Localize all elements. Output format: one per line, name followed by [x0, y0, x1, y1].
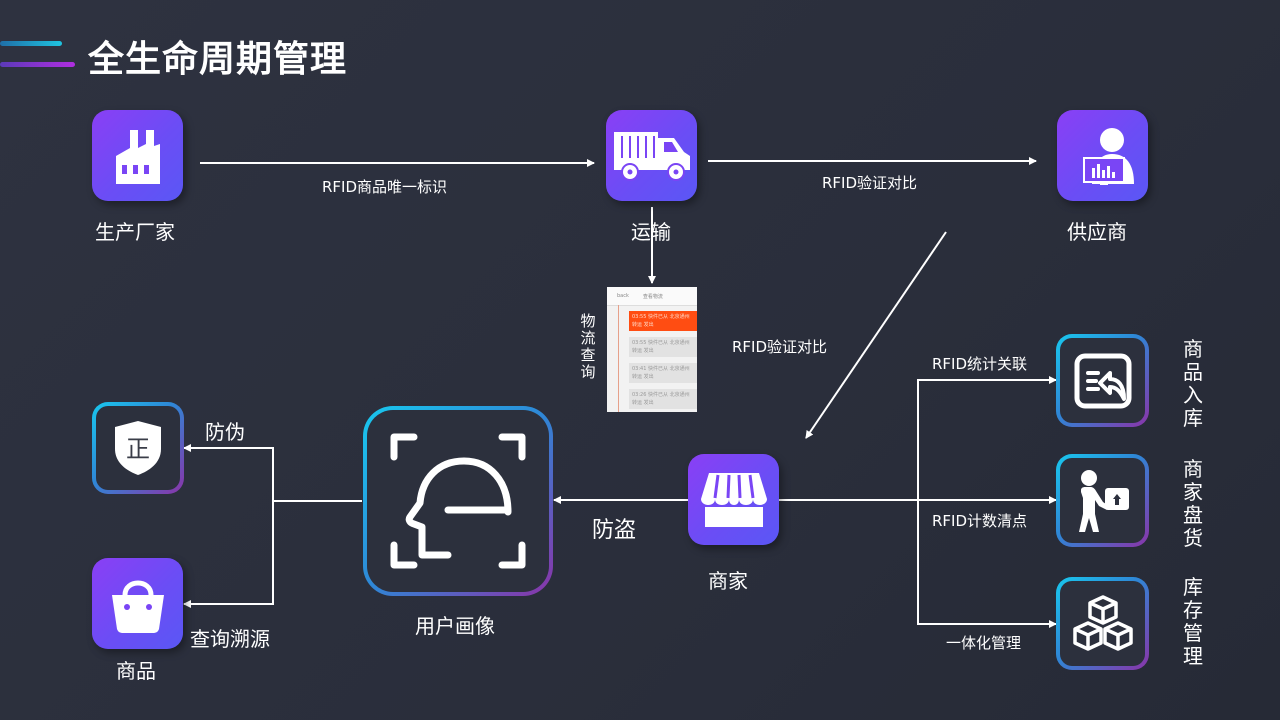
arrow-supplier-merchant	[805, 231, 947, 439]
logistics-item: 03:41 快件已从 北京通州转运 发出	[629, 363, 697, 383]
boxes-icon	[1072, 594, 1133, 651]
storefront-icon	[700, 472, 767, 527]
arrow-to-stock-in	[917, 376, 1057, 624]
svg-text:正: 正	[126, 435, 150, 463]
anti-counterfeit-node[interactable]: 正	[92, 402, 184, 494]
merchant-label: 商家	[708, 569, 748, 593]
face-scan-icon	[390, 433, 526, 569]
inventory-check-label: 商家盘货	[1183, 457, 1203, 550]
manufacturer-node[interactable]	[92, 110, 183, 201]
merchant-node[interactable]	[688, 454, 779, 545]
logistics-item: 03:55 快件已从 北京通州转运 发出	[629, 311, 697, 331]
inventory-mgmt-label: 库存管理	[1183, 575, 1203, 668]
logistics-item: 03:26 快件已从 北京通州转运 发出	[629, 389, 697, 409]
shield-icon: 正	[115, 421, 161, 475]
logistics-title: 查看物流	[642, 293, 663, 300]
logistics-item: 03:55 快件已从 北京通州转运 发出	[629, 337, 697, 357]
stock-in-label: 商品入库	[1183, 337, 1203, 430]
edge-label-integrated-mgmt: 一体化管理	[946, 634, 1022, 652]
transport-label: 运输	[631, 220, 671, 244]
edge-label-rfid-stats: RFID统计关联	[932, 355, 1028, 373]
edge-label-rfid-verify-2: RFID验证对比	[732, 338, 828, 356]
user-profile-label: 用户画像	[415, 614, 495, 638]
title-accent-bar-cyan	[0, 41, 62, 46]
arrow-to-inventory-mgmt	[917, 620, 1057, 628]
stock-in-node[interactable]	[1056, 334, 1149, 427]
shopping-bag-icon	[111, 580, 164, 633]
inventory-mgmt-node[interactable]	[1056, 577, 1149, 670]
supplier-monitor-icon	[1082, 127, 1134, 185]
inventory-check-node[interactable]	[1056, 454, 1149, 547]
arrow-to-product	[183, 501, 274, 608]
edge-label-rfid-unique-id: RFID商品唯一标识	[322, 178, 448, 196]
supplier-node[interactable]	[1057, 110, 1148, 201]
edge-label-logistics-query: 物流查询	[580, 312, 596, 381]
user-profile-node[interactable]	[363, 406, 553, 596]
edge-label-rfid-verify-1: RFID验证对比	[822, 174, 918, 192]
anti-counterfeit-label: 防伪	[205, 420, 245, 444]
person-carrying-box-icon	[1078, 469, 1129, 532]
arrow-to-anti-counterfeit	[183, 444, 274, 501]
factory-icon	[115, 129, 160, 184]
product-label: 商品	[116, 659, 156, 683]
manufacturer-label: 生产厂家	[95, 220, 175, 244]
edge-label-rfid-count: RFID计数清点	[932, 512, 1028, 530]
edge-label-trace-query: 查询溯源	[190, 627, 270, 651]
import-icon	[1074, 353, 1131, 408]
supplier-label: 供应商	[1067, 220, 1127, 244]
product-node[interactable]	[92, 558, 183, 649]
logistics-back: back	[617, 293, 629, 299]
edge-label-anti-theft: 防盗	[592, 518, 637, 543]
timeline-rail	[618, 305, 619, 412]
truck-icon	[613, 131, 690, 181]
page-title: 全生命周期管理	[88, 39, 348, 80]
logistics-screenshot: back 查看物流 03:55 快件已从 北京通州转运 发出 03:55 快件已从…	[607, 287, 697, 412]
transport-node[interactable]	[606, 110, 697, 201]
title-accent-bar-purple	[0, 62, 75, 67]
